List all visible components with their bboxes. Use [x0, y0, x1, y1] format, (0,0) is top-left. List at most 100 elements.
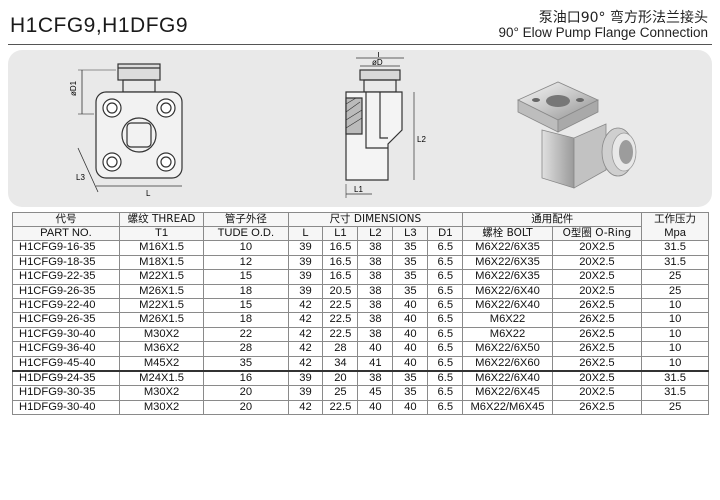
cell-pressure: 31.5 — [641, 254, 709, 271]
cell-l1: 16.5 — [322, 254, 359, 271]
cell-d1: 6.5 — [427, 312, 464, 328]
cell-l: 39 — [287, 254, 324, 271]
cell-oring: 20X2.5 — [551, 283, 643, 300]
cell-d1: 6.5 — [427, 399, 464, 416]
label-t: T — [376, 52, 381, 59]
label-l: L — [146, 189, 151, 198]
cell-bolt: M6X22/6X40 — [462, 370, 553, 387]
cell-part-no: H1CFG9-16-35 — [12, 240, 120, 256]
cell-d1: 6.5 — [427, 269, 464, 285]
cell-part-no: H1DFG9-30-35 — [12, 385, 120, 401]
subheader-oring: O型圈 O-Ring — [551, 226, 643, 242]
cell-tube-od: 20 — [203, 385, 289, 401]
cell-l1: 22.5 — [322, 399, 359, 416]
header-dimensions: 尺寸 DIMENSIONS — [287, 211, 464, 228]
cell-l2: 38 — [357, 326, 394, 343]
cell-l: 42 — [287, 312, 324, 328]
cell-bolt: M6X22/6X35 — [462, 240, 553, 256]
header-fittings: 通用配件 — [462, 211, 643, 228]
cell-oring: 26X2.5 — [551, 341, 643, 357]
cell-pressure: 25 — [641, 283, 709, 300]
cell-pressure: 25 — [641, 399, 709, 416]
cell-part-no: H1CFG9-18-35 — [12, 254, 120, 271]
cell-l3: 35 — [392, 385, 429, 401]
cell-l: 39 — [287, 370, 324, 387]
cell-l2: 38 — [357, 312, 394, 328]
table-subheader-row: PART NO. T1 TUDE O.D. L L1 L2 L3 D1 螺栓 B… — [12, 226, 709, 242]
cell-l: 39 — [287, 283, 324, 300]
cell-bolt: M6X22/6X60 — [462, 355, 553, 372]
cell-bolt: M6X22/M6X45 — [462, 399, 553, 416]
cell-pressure: 31.5 — [641, 370, 709, 387]
cell-oring: 20X2.5 — [551, 370, 643, 387]
cell-tube-od: 10 — [203, 240, 289, 256]
cell-bolt: M6X22 — [462, 326, 553, 343]
subheader-d1: D1 — [427, 226, 464, 242]
cell-tube-od: 15 — [203, 298, 289, 314]
cell-thread: M30X2 — [118, 326, 205, 343]
cell-thread: M30X2 — [118, 385, 205, 401]
cell-l3: 35 — [392, 370, 429, 387]
cell-tube-od: 12 — [203, 254, 289, 271]
cell-pressure: 31.5 — [641, 385, 709, 401]
cell-l2: 38 — [357, 254, 394, 271]
cell-l: 39 — [287, 269, 324, 285]
cell-bolt: M6X22/6X40 — [462, 298, 553, 314]
cell-thread: M45X2 — [118, 355, 205, 372]
cell-tube-od: 15 — [203, 269, 289, 285]
cell-l3: 35 — [392, 254, 429, 271]
cell-part-no: H1CFG9-26-35 — [12, 283, 120, 300]
cell-part-no: H1CFG9-30-40 — [12, 326, 120, 343]
cell-l1: 16.5 — [322, 240, 359, 256]
cell-part-no: H1DFG9-30-40 — [12, 399, 120, 416]
cell-l1: 28 — [322, 341, 359, 357]
cell-oring: 20X2.5 — [551, 385, 643, 401]
cell-d1: 6.5 — [427, 326, 464, 343]
cell-d1: 6.5 — [427, 298, 464, 314]
cell-l1: 25 — [322, 385, 359, 401]
subheader-l3: L3 — [392, 226, 429, 242]
cell-tube-od: 35 — [203, 355, 289, 372]
cell-thread: M26X1.5 — [118, 283, 205, 300]
cell-l3: 40 — [392, 355, 429, 372]
cell-l1: 34 — [322, 355, 359, 372]
cell-l: 42 — [287, 355, 324, 372]
table-header-row: 代号 螺纹 THREAD 管子外径 尺寸 DIMENSIONS 通用配件 工作压… — [12, 211, 709, 242]
subtitle-english: 90° Elow Pump Flange Connection — [498, 25, 708, 40]
cell-oring: 26X2.5 — [551, 399, 643, 416]
cell-part-no: H1DFG9-24-35 — [12, 370, 120, 387]
cell-oring: 26X2.5 — [551, 298, 643, 314]
cell-l2: 40 — [357, 399, 394, 416]
cell-l2: 38 — [357, 269, 394, 285]
subheader-tube-od: TUDE O.D. — [203, 226, 289, 242]
cell-thread: M18X1.5 — [118, 254, 205, 271]
cell-l2: 41 — [357, 355, 394, 372]
cell-l1: 22.5 — [322, 312, 359, 328]
subheader-t1: T1 — [118, 226, 205, 242]
product-photo — [517, 81, 637, 189]
cell-thread: M24X1.5 — [118, 370, 205, 387]
cell-pressure: 10 — [641, 355, 709, 372]
label-l2: L2 — [417, 135, 426, 144]
cell-l: 42 — [287, 399, 324, 416]
cell-tube-od: 16 — [203, 370, 289, 387]
subheader-bolt: 螺栓 BOLT — [462, 226, 553, 242]
cell-oring: 20X2.5 — [551, 254, 643, 271]
cell-l2: 45 — [357, 385, 394, 401]
subheader-l: L — [287, 226, 324, 242]
label-l3: L3 — [76, 173, 85, 182]
cell-l2: 40 — [357, 341, 394, 357]
cell-d1: 6.5 — [427, 355, 464, 372]
cell-l1: 20 — [322, 370, 359, 387]
cell-d1: 6.5 — [427, 240, 464, 256]
cell-d1: 6.5 — [427, 341, 464, 357]
cell-l1: 20.5 — [322, 283, 359, 300]
cell-tube-od: 22 — [203, 326, 289, 343]
